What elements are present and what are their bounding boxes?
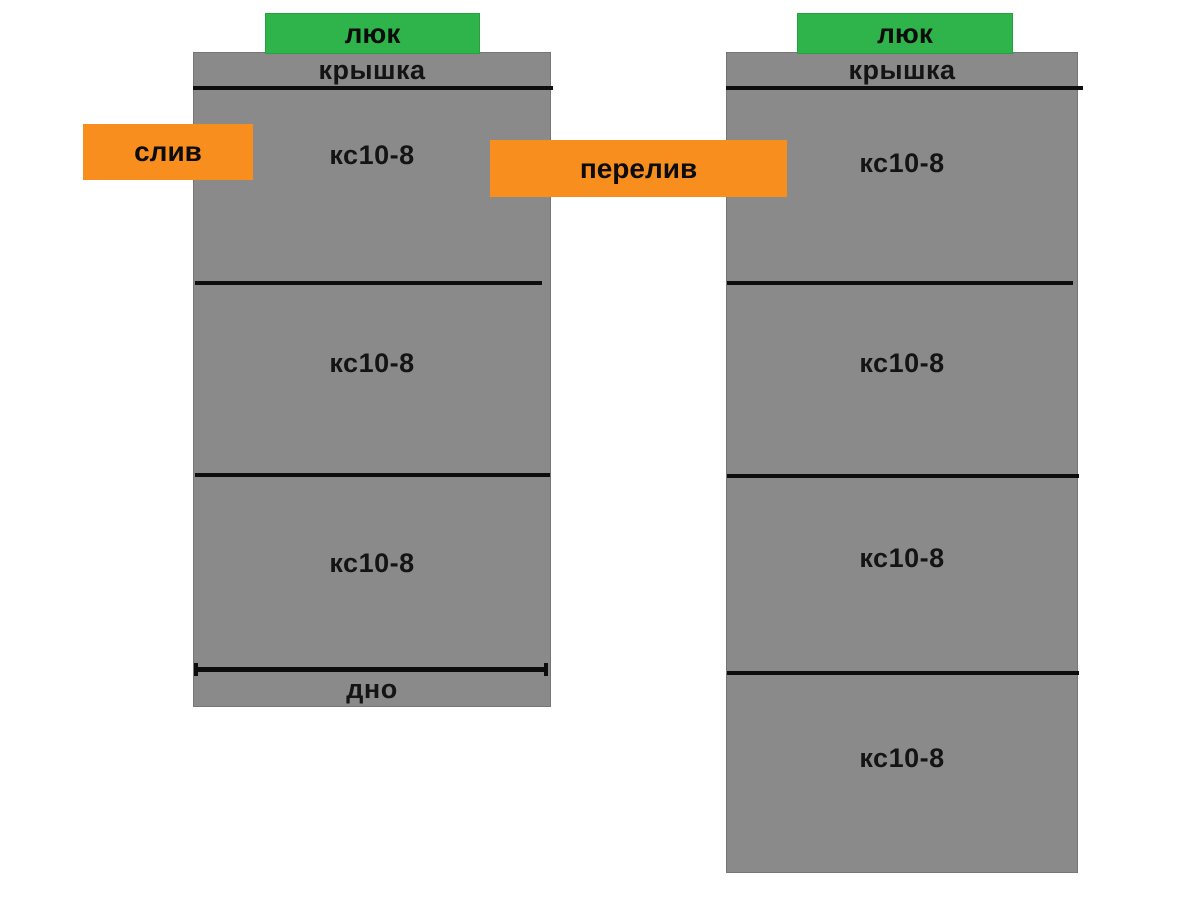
left-hatch-label: люк — [344, 17, 401, 49]
left-ring-joint-line-2 — [195, 473, 550, 477]
right-ring-joint-line-2 — [727, 474, 1079, 478]
right-lid-label: крышка — [848, 54, 956, 85]
left-lid-joint-line — [193, 86, 553, 90]
right-ring-2-label: кс10-8 — [859, 347, 945, 378]
left-ring-1-label: кс10-8 — [329, 139, 415, 170]
right-hatch-badge: люк — [797, 13, 1013, 54]
right-lid-joint-line — [726, 86, 1083, 90]
right-hatch-label: люк — [877, 17, 933, 49]
left-lid-label: крышка — [318, 54, 426, 85]
right-ring-3-label: кс10-8 — [859, 542, 945, 573]
left-bottom-line-end-tick — [194, 663, 198, 676]
left-ring-3-label: кс10-8 — [329, 547, 415, 578]
left-hatch-badge: люк — [265, 13, 480, 54]
left-bottom-joint-line — [194, 667, 548, 672]
right-ring-joint-line-1 — [727, 281, 1073, 285]
left-bottom-line-end-tick — [544, 663, 548, 676]
overflow-pipe-label: перелив — [579, 152, 698, 184]
drain-pipe-badge: слив — [83, 124, 253, 180]
left-bottom-label: дно — [346, 673, 398, 704]
overflow-pipe-badge: перелив — [490, 140, 787, 197]
right-ring-joint-line-3 — [727, 671, 1079, 675]
right-ring-1-label: кс10-8 — [859, 147, 945, 178]
left-ring-joint-line-1 — [195, 281, 542, 285]
left-ring-2-label: кс10-8 — [329, 347, 415, 378]
drain-pipe-label: слив — [134, 136, 202, 167]
right-ring-4-label: кс10-8 — [859, 742, 945, 773]
